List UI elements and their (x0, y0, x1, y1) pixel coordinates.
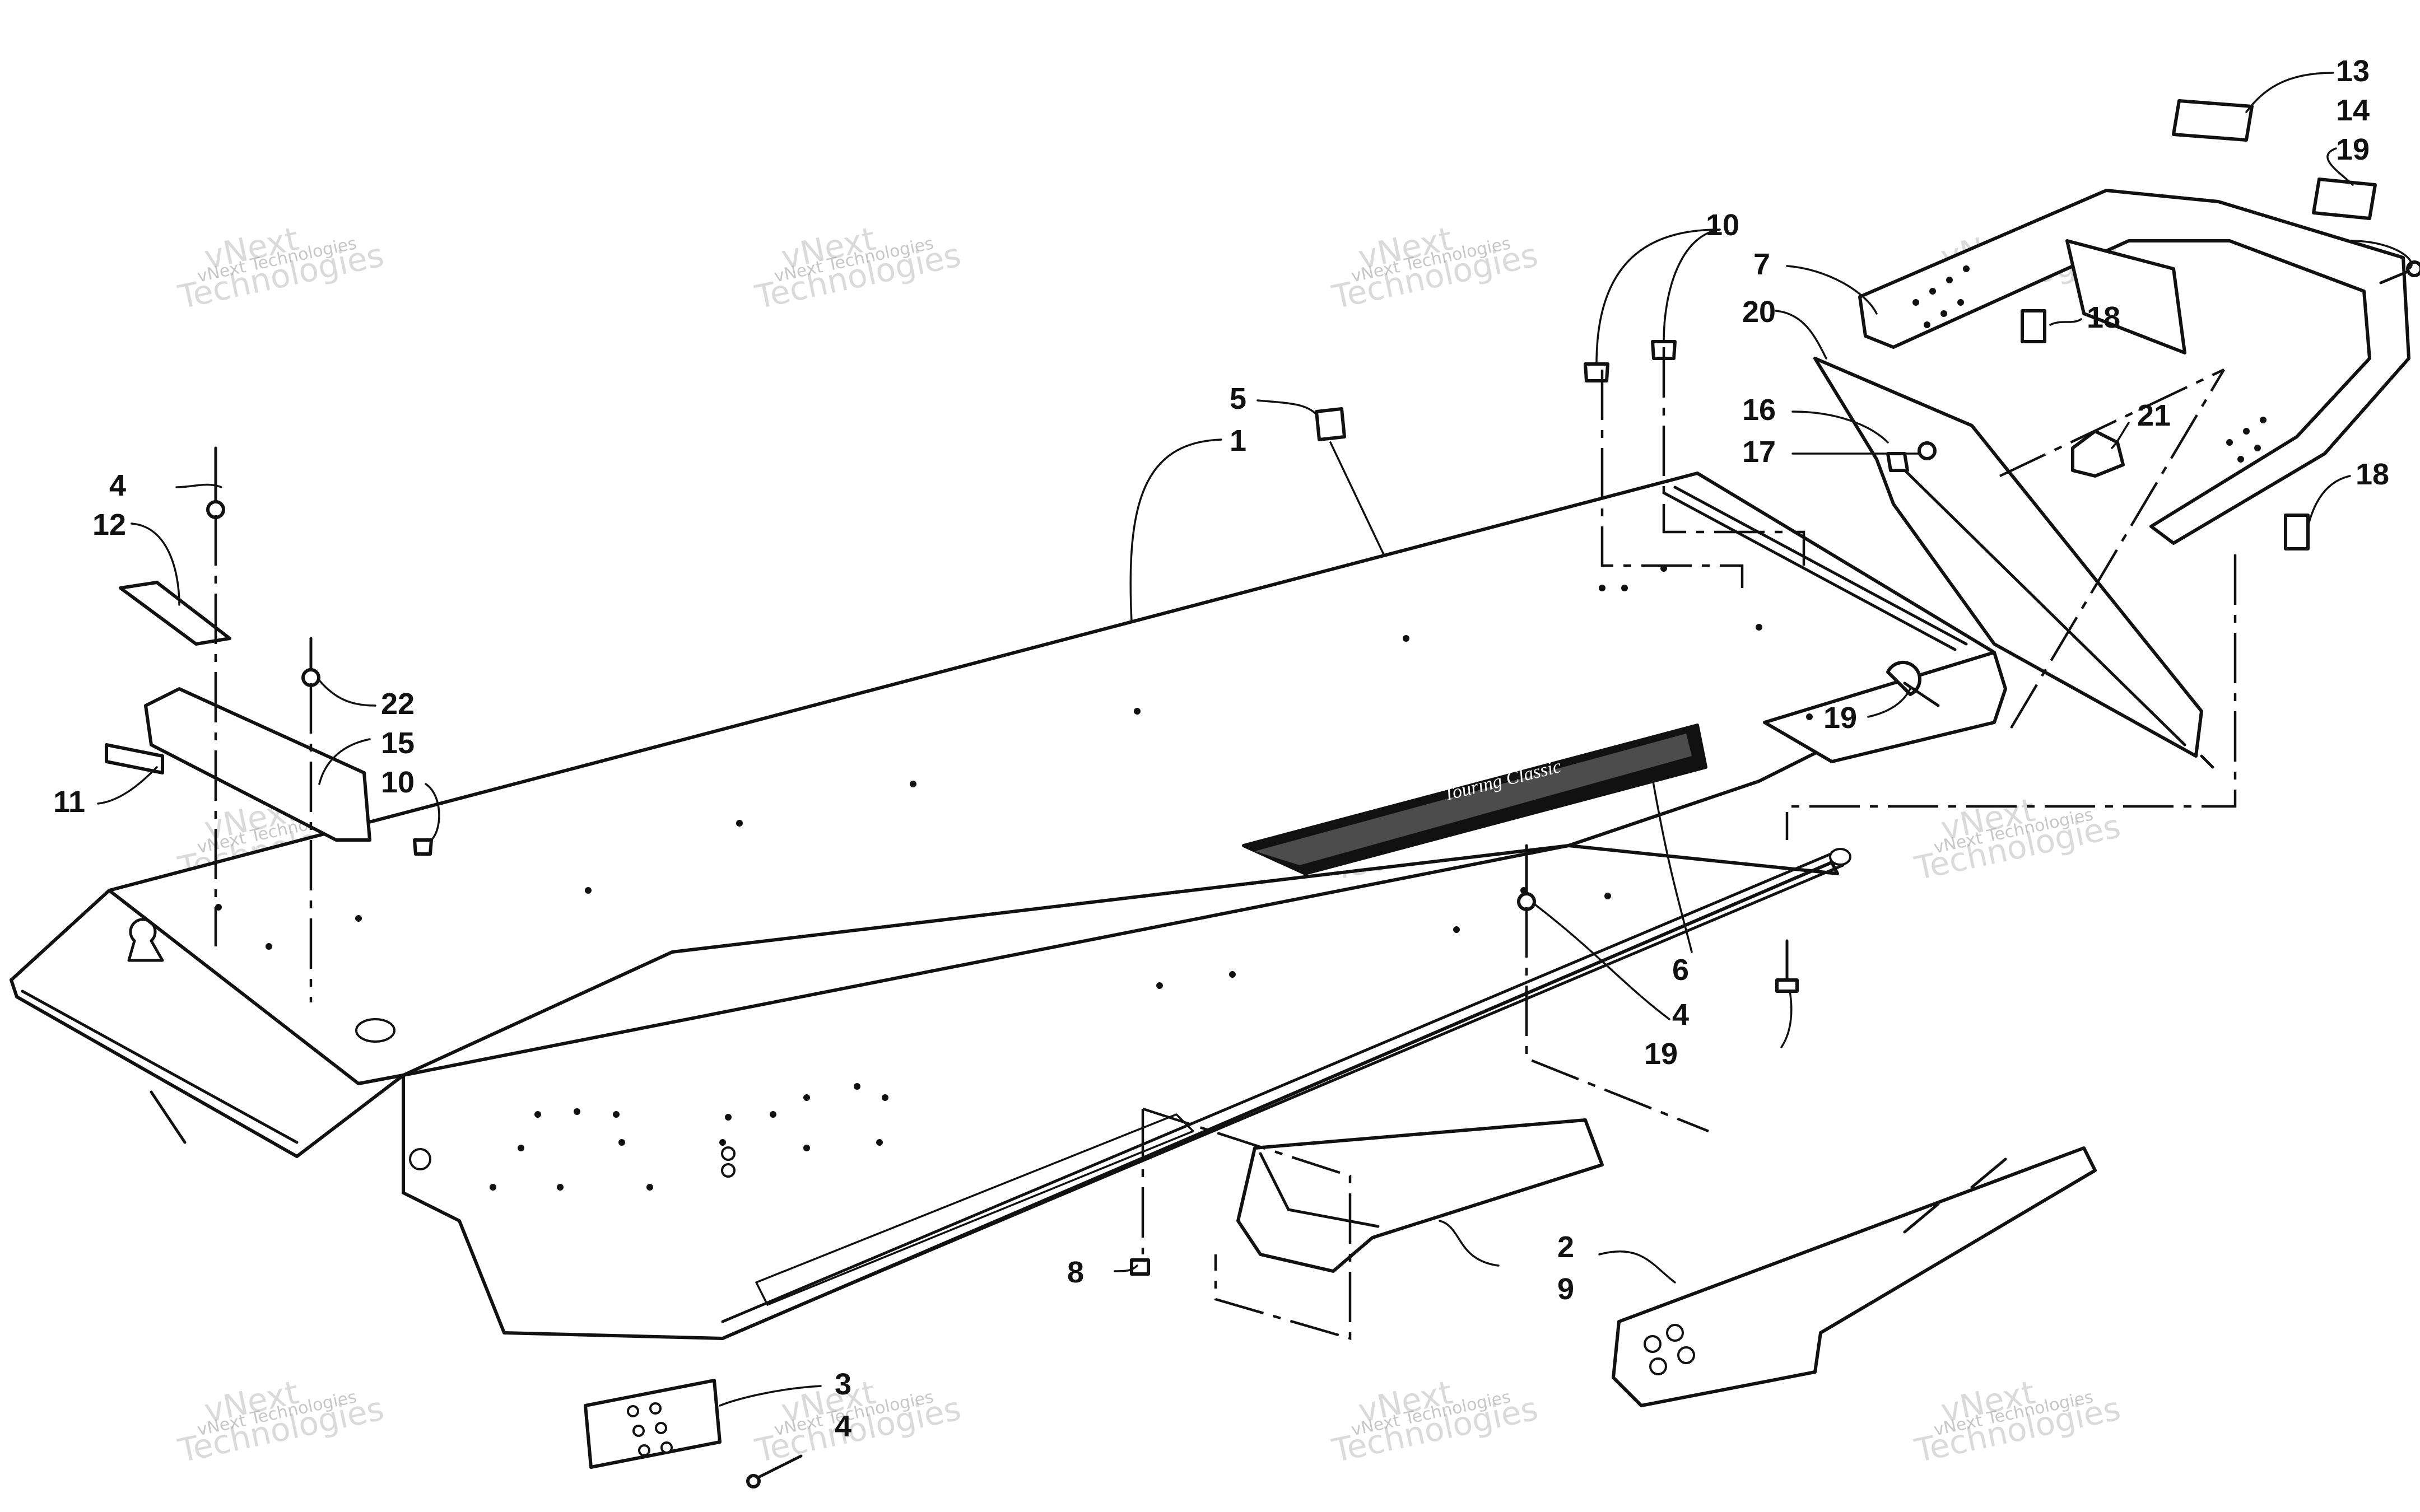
callout-10: 10 (1706, 208, 1739, 242)
hardware (206, 99, 2420, 1488)
watermark: vNext Technologies vNext Technologies (1329, 1373, 1542, 1470)
callout-6: 6 (1672, 953, 1689, 987)
rear-flap-part (1813, 357, 2214, 769)
tunnel-part (10, 472, 2007, 1340)
callouts: 1 5 4 12 22 15 10 11 10 7 20 16 17 18 21… (53, 54, 2389, 1443)
watermark: vNext Technologies vNext Technologies (752, 1373, 965, 1470)
callout-12: 12 (92, 508, 126, 542)
watermark: vNext Technologies vNext Technologies (175, 220, 388, 316)
callout-19: 19 (1644, 1037, 1678, 1071)
callout-3: 3 (835, 1368, 851, 1401)
assembly-lines (214, 347, 2237, 1340)
callout-20: 20 (1742, 295, 1776, 329)
callout-13: 13 (2336, 54, 2370, 88)
callout-21: 21 (2137, 399, 2171, 432)
watermark: vNext Technologies vNext Technologies (1911, 791, 2124, 888)
callout-9: 9 (1557, 1272, 1574, 1306)
watermark: vNext Technologies vNext Technologies (752, 220, 965, 316)
callout-14: 14 (2336, 94, 2370, 127)
callout-5: 5 (1230, 382, 1246, 416)
top-holes (215, 565, 1813, 989)
callout-4: 4 (835, 1410, 851, 1443)
callout-10: 10 (381, 766, 415, 799)
callout-17: 17 (1742, 435, 1776, 469)
callout-22: 22 (381, 687, 415, 721)
small-plate-part (584, 1379, 722, 1469)
rear-bumper-part (1858, 189, 2410, 545)
callout-8: 8 (1067, 1256, 1084, 1289)
callout-16: 16 (1742, 393, 1776, 427)
callout-4: 4 (109, 469, 126, 502)
callout-7: 7 (1753, 248, 1770, 281)
bumper-holes (1912, 265, 2267, 463)
watermark: vNext Technologies vNext Technologies (1911, 1373, 2124, 1470)
left-brackets (105, 581, 371, 842)
callout-4: 4 (1672, 998, 1689, 1032)
callout-19: 19 (1823, 701, 1857, 735)
callout-1: 1 (1230, 424, 1246, 458)
callout-15: 15 (381, 726, 415, 760)
plate-part (1612, 1146, 2097, 1407)
callout-11: 11 (53, 785, 85, 819)
callout-18: 18 (2356, 458, 2389, 491)
tunnel-holes (409, 1083, 888, 1191)
footrest-part (1236, 1118, 1604, 1273)
decal-part: Touring Classic (1242, 724, 1707, 875)
callout-19: 19 (2336, 133, 2370, 166)
watermark: vNext Technologies vNext Technologies (1329, 220, 1542, 316)
callout-18: 18 (2087, 301, 2120, 334)
watermark: vNext Technologies vNext Technologies (175, 1373, 388, 1470)
traction-strip (755, 1113, 1194, 1306)
leader-lines (97, 72, 2413, 1407)
callout-2: 2 (1557, 1230, 1574, 1264)
